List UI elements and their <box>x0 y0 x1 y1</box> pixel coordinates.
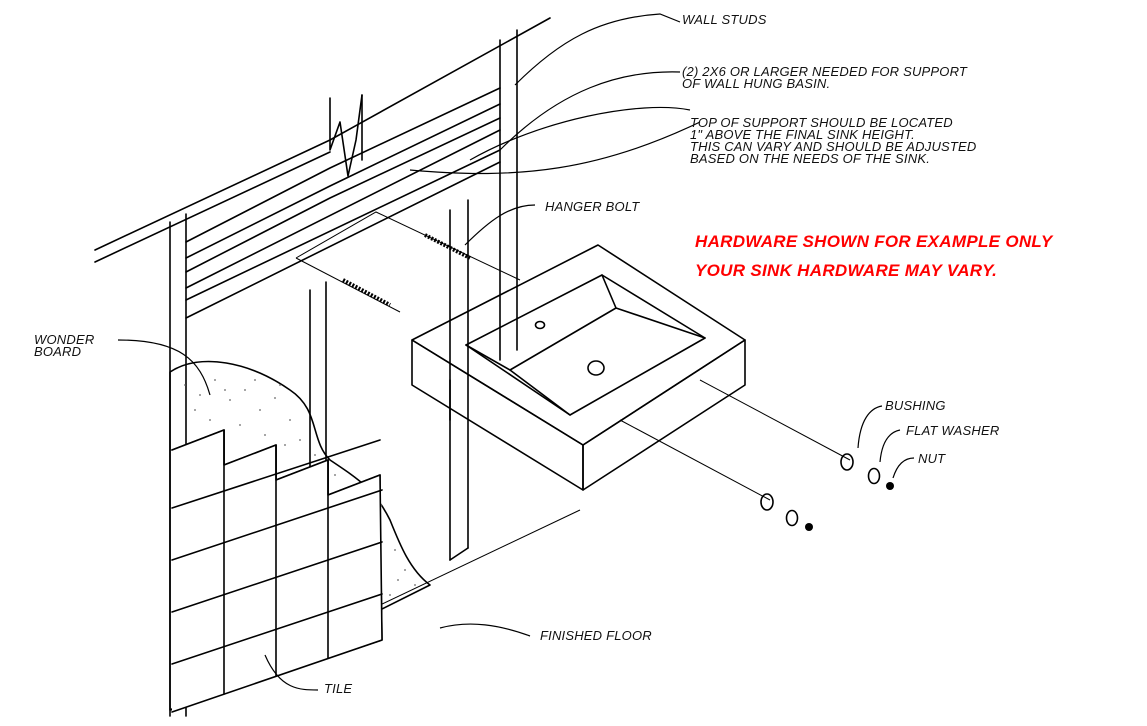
hanger-bolts <box>295 211 521 313</box>
label-wall-studs: WALL STUDS <box>682 12 767 27</box>
hardware-note-line2: YOUR SINK HARDWARE MAY VARY. <box>695 261 998 280</box>
label-wonder-board-line1: WONDER <box>34 332 95 347</box>
wall-framing <box>94 17 581 717</box>
mounting-hardware <box>619 379 894 531</box>
label-top-line2: 1" ABOVE THE FINAL SINK HEIGHT. <box>690 127 915 142</box>
label-support-line2: OF WALL HUNG BASIN. <box>682 76 831 91</box>
label-top-line4: BASED ON THE NEEDS OF THE SINK. <box>690 151 931 166</box>
hardware-note-line1: HARDWARE SHOWN FOR EXAMPLE ONLY <box>695 232 1053 251</box>
sink-basin <box>411 244 746 491</box>
label-hanger-bolt: HANGER BOLT <box>545 199 640 214</box>
label-bushing: BUSHING <box>885 398 946 413</box>
label-wonder-board-line2: BOARD <box>34 344 82 359</box>
label-flat-washer: FLAT WASHER <box>906 423 1000 438</box>
tile-grid <box>171 429 383 713</box>
label-top-line3: THIS CAN VARY AND SHOULD BE ADJUSTED <box>690 139 977 154</box>
leader-lines <box>117 13 915 691</box>
label-top-line1: TOP OF SUPPORT SHOULD BE LOCATED <box>690 115 953 130</box>
label-finished-floor: FINISHED FLOOR <box>540 628 652 643</box>
label-support-line1: (2) 2X6 OR LARGER NEEDED FOR SUPPORT <box>682 64 968 79</box>
label-nut: NUT <box>918 451 946 466</box>
label-tile: TILE <box>324 681 353 696</box>
